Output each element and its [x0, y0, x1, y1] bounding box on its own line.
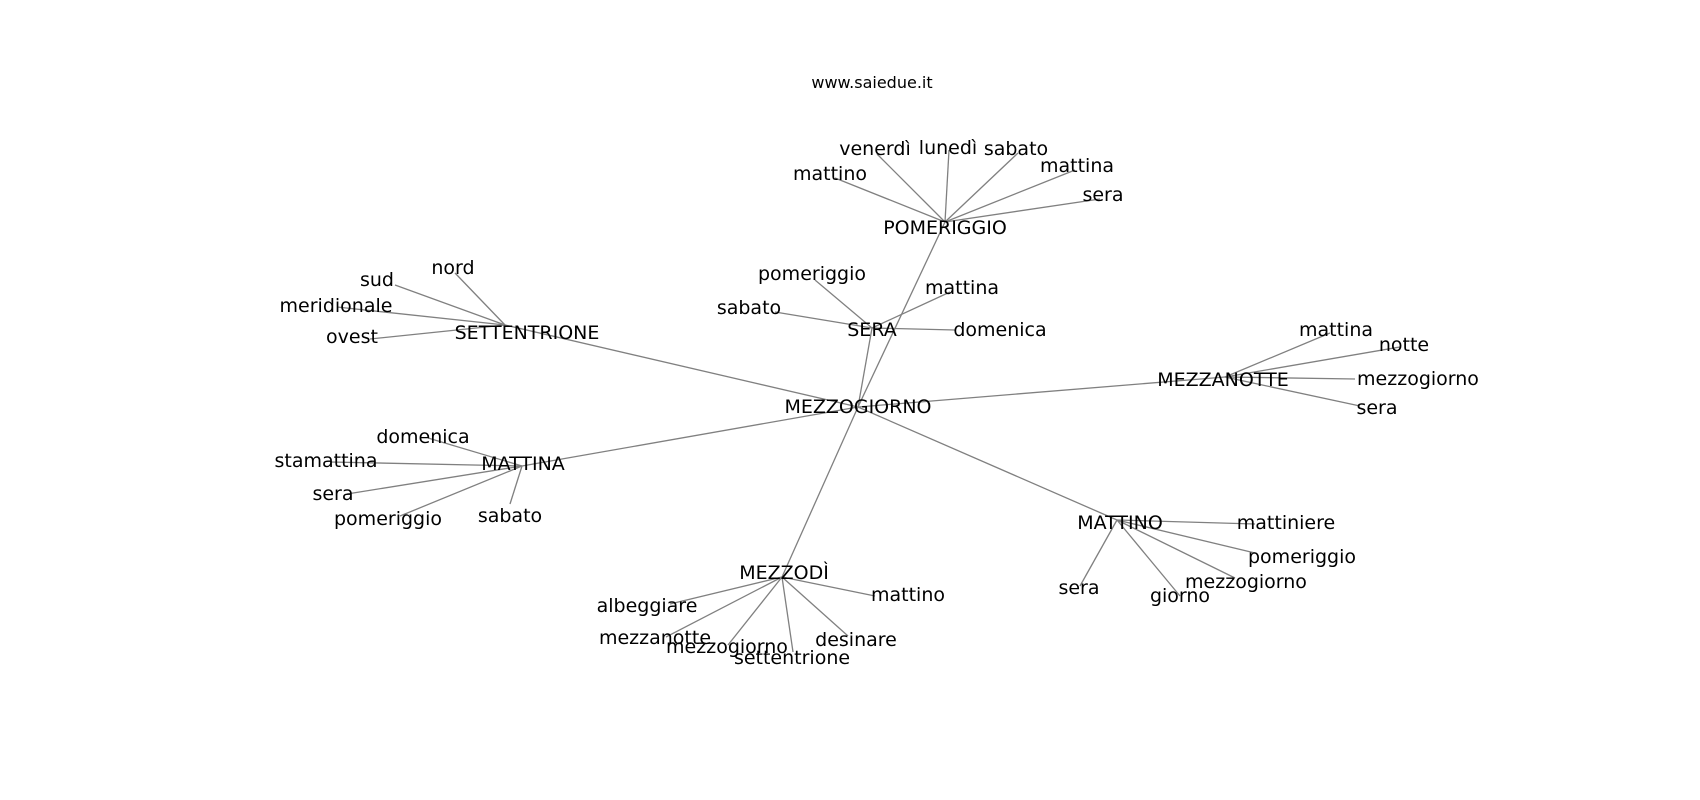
- edge-mezzodi-albeggiare: [669, 576, 783, 605]
- node-leaf-mezzodi-albeggiare: albeggiare: [597, 595, 698, 617]
- node-leaf-pomeriggio-venerdi: venerdì: [839, 138, 910, 160]
- edge-mezzanotte-sera: [1224, 376, 1361, 407]
- node-leaf-mezzanotte-notte: notte: [1379, 334, 1429, 356]
- edge-pomeriggio-venerdi: [876, 153, 946, 223]
- edge-pomeriggio-sabato: [944, 152, 1019, 223]
- node-leaf-sera-domenica: domenica: [953, 319, 1046, 341]
- node-hub-mezzanotte: MEZZANOTTE: [1157, 369, 1288, 391]
- node-hub-mattino: MATTINO: [1077, 512, 1163, 534]
- node-leaf-mezzodi-mezzogiorno: mezzogiorno: [666, 636, 788, 658]
- edge-mattina-sera: [346, 465, 523, 495]
- node-leaf-pomeriggio-sabato: sabato: [984, 138, 1048, 160]
- edge-mezzanotte-mattina: [1224, 332, 1331, 378]
- node-leaf-sera-mattina: mattina: [925, 277, 999, 299]
- edge-mezzodi-mezzanotte: [665, 576, 783, 638]
- edge-mattino-giorno: [1116, 519, 1181, 597]
- node-leaf-mezzodi-mezzanotte: mezzanotte: [599, 627, 711, 649]
- node-leaf-mattina-domenica: domenica: [376, 426, 469, 448]
- edges: [329, 149, 1401, 653]
- edge-sera-sabato: [774, 311, 873, 329]
- node-leaf-sera-sabato: sabato: [717, 297, 781, 319]
- node-center-mezzogiorno: MEZZOGIORNO: [784, 396, 931, 418]
- edge-center-mattina: [521, 406, 859, 467]
- edge-pomeriggio-mattino: [834, 177, 946, 223]
- edge-sera-domenica: [871, 327, 956, 331]
- edge-pomeriggio-sera: [944, 198, 1101, 223]
- edge-mattina-domenica: [427, 437, 523, 467]
- edge-center-mattino: [857, 406, 1118, 521]
- edge-pomeriggio-lunedi: [944, 149, 950, 223]
- edge-mattino-mattiniere: [1116, 519, 1256, 525]
- edge-settentrione-ovest: [369, 324, 506, 340]
- edge-settentrione-meridionale: [336, 306, 506, 326]
- node-leaf-settentrione-meridionale: meridionale: [280, 295, 393, 317]
- node-leaf-pomeriggio-mattina: mattina: [1040, 155, 1114, 177]
- edge-mezzodi-mattino: [781, 576, 876, 597]
- edge-mattino-mezzogiorno: [1116, 519, 1236, 579]
- edge-mezzanotte-notte: [1224, 346, 1401, 378]
- node-leaf-mezzanotte-mezzogiorno: mezzogiorno: [1357, 368, 1479, 390]
- node-leaf-mattino-giorno: giorno: [1150, 585, 1210, 607]
- node-leaf-mezzanotte-mattina: mattina: [1299, 319, 1373, 341]
- node-leaf-pomeriggio-lunedi: lunedì: [919, 137, 977, 159]
- edge-settentrione-sud: [394, 284, 506, 326]
- node-hub-settentrione: SETTENTRIONE: [455, 322, 600, 344]
- node-leaf-mattina-pomeriggio: pomeriggio: [334, 508, 442, 530]
- node-hub-sera: SERA: [847, 319, 897, 341]
- node-hub-pomeriggio: POMERIGGIO: [883, 217, 1007, 239]
- node-leaf-pomeriggio-sera: sera: [1082, 184, 1123, 206]
- node-leaf-mattino-sera: sera: [1058, 577, 1099, 599]
- edge-settentrione-nord: [454, 272, 506, 326]
- edge-pomeriggio-mattina: [944, 169, 1076, 223]
- edge-mezzodi-desinare: [781, 576, 849, 637]
- edge-mattino-pomeriggio: [1116, 519, 1256, 554]
- node-leaf-settentrione-nord: nord: [431, 257, 474, 279]
- node-leaf-mezzodi-settentrione: settentrione: [734, 647, 850, 669]
- node-hub-mezzodi: MEZZODÌ: [739, 561, 829, 584]
- node-leaf-pomeriggio-mattino: mattino: [793, 163, 867, 185]
- edge-center-sera: [857, 327, 873, 408]
- edge-mezzanotte-mezzogiorno: [1224, 376, 1356, 380]
- node-leaf-mezzanotte-sera: sera: [1356, 397, 1397, 419]
- edge-sera-mattina: [871, 291, 951, 329]
- edge-mezzodi-settentrione: [781, 576, 794, 653]
- node-leaf-mattina-sera: sera: [312, 483, 353, 505]
- edge-mattino-sera: [1079, 519, 1118, 587]
- node-leaf-settentrione-sud: sud: [360, 269, 394, 291]
- edge-sera-pomeriggio: [814, 279, 873, 329]
- nodes: MEZZOGIORNO POMERIGGIO venerdì lunedì sabato…: [274, 137, 1478, 669]
- node-leaf-mattino-mattiniere: mattiniere: [1237, 512, 1335, 534]
- site-watermark: www.saiedue.it: [811, 73, 932, 92]
- edge-mattina-sabato: [509, 465, 523, 505]
- node-leaf-mattina-stamattina: stamattina: [274, 450, 377, 472]
- edge-center-mezzanotte: [857, 376, 1226, 408]
- node-leaf-settentrione-ovest: ovest: [326, 326, 378, 348]
- edge-mattina-pomeriggio: [399, 465, 523, 517]
- node-leaf-sera-pomeriggio: pomeriggio: [758, 263, 866, 285]
- edge-mattina-stamattina: [329, 461, 523, 467]
- edge-center-settentrione: [504, 324, 859, 408]
- node-leaf-mezzodi-desinare: desinare: [815, 629, 897, 651]
- edge-mezzodi-mezzogiorno: [727, 576, 783, 646]
- node-leaf-mattino-mezzogiorno: mezzogiorno: [1185, 571, 1307, 593]
- edge-center-mezzodi: [781, 406, 859, 578]
- node-leaf-mattino-pomeriggio: pomeriggio: [1248, 546, 1356, 568]
- node-leaf-mattina-sabato: sabato: [478, 505, 542, 527]
- node-hub-mattina: MATTINA: [481, 453, 565, 475]
- node-leaf-mezzodi-mattino: mattino: [871, 584, 945, 606]
